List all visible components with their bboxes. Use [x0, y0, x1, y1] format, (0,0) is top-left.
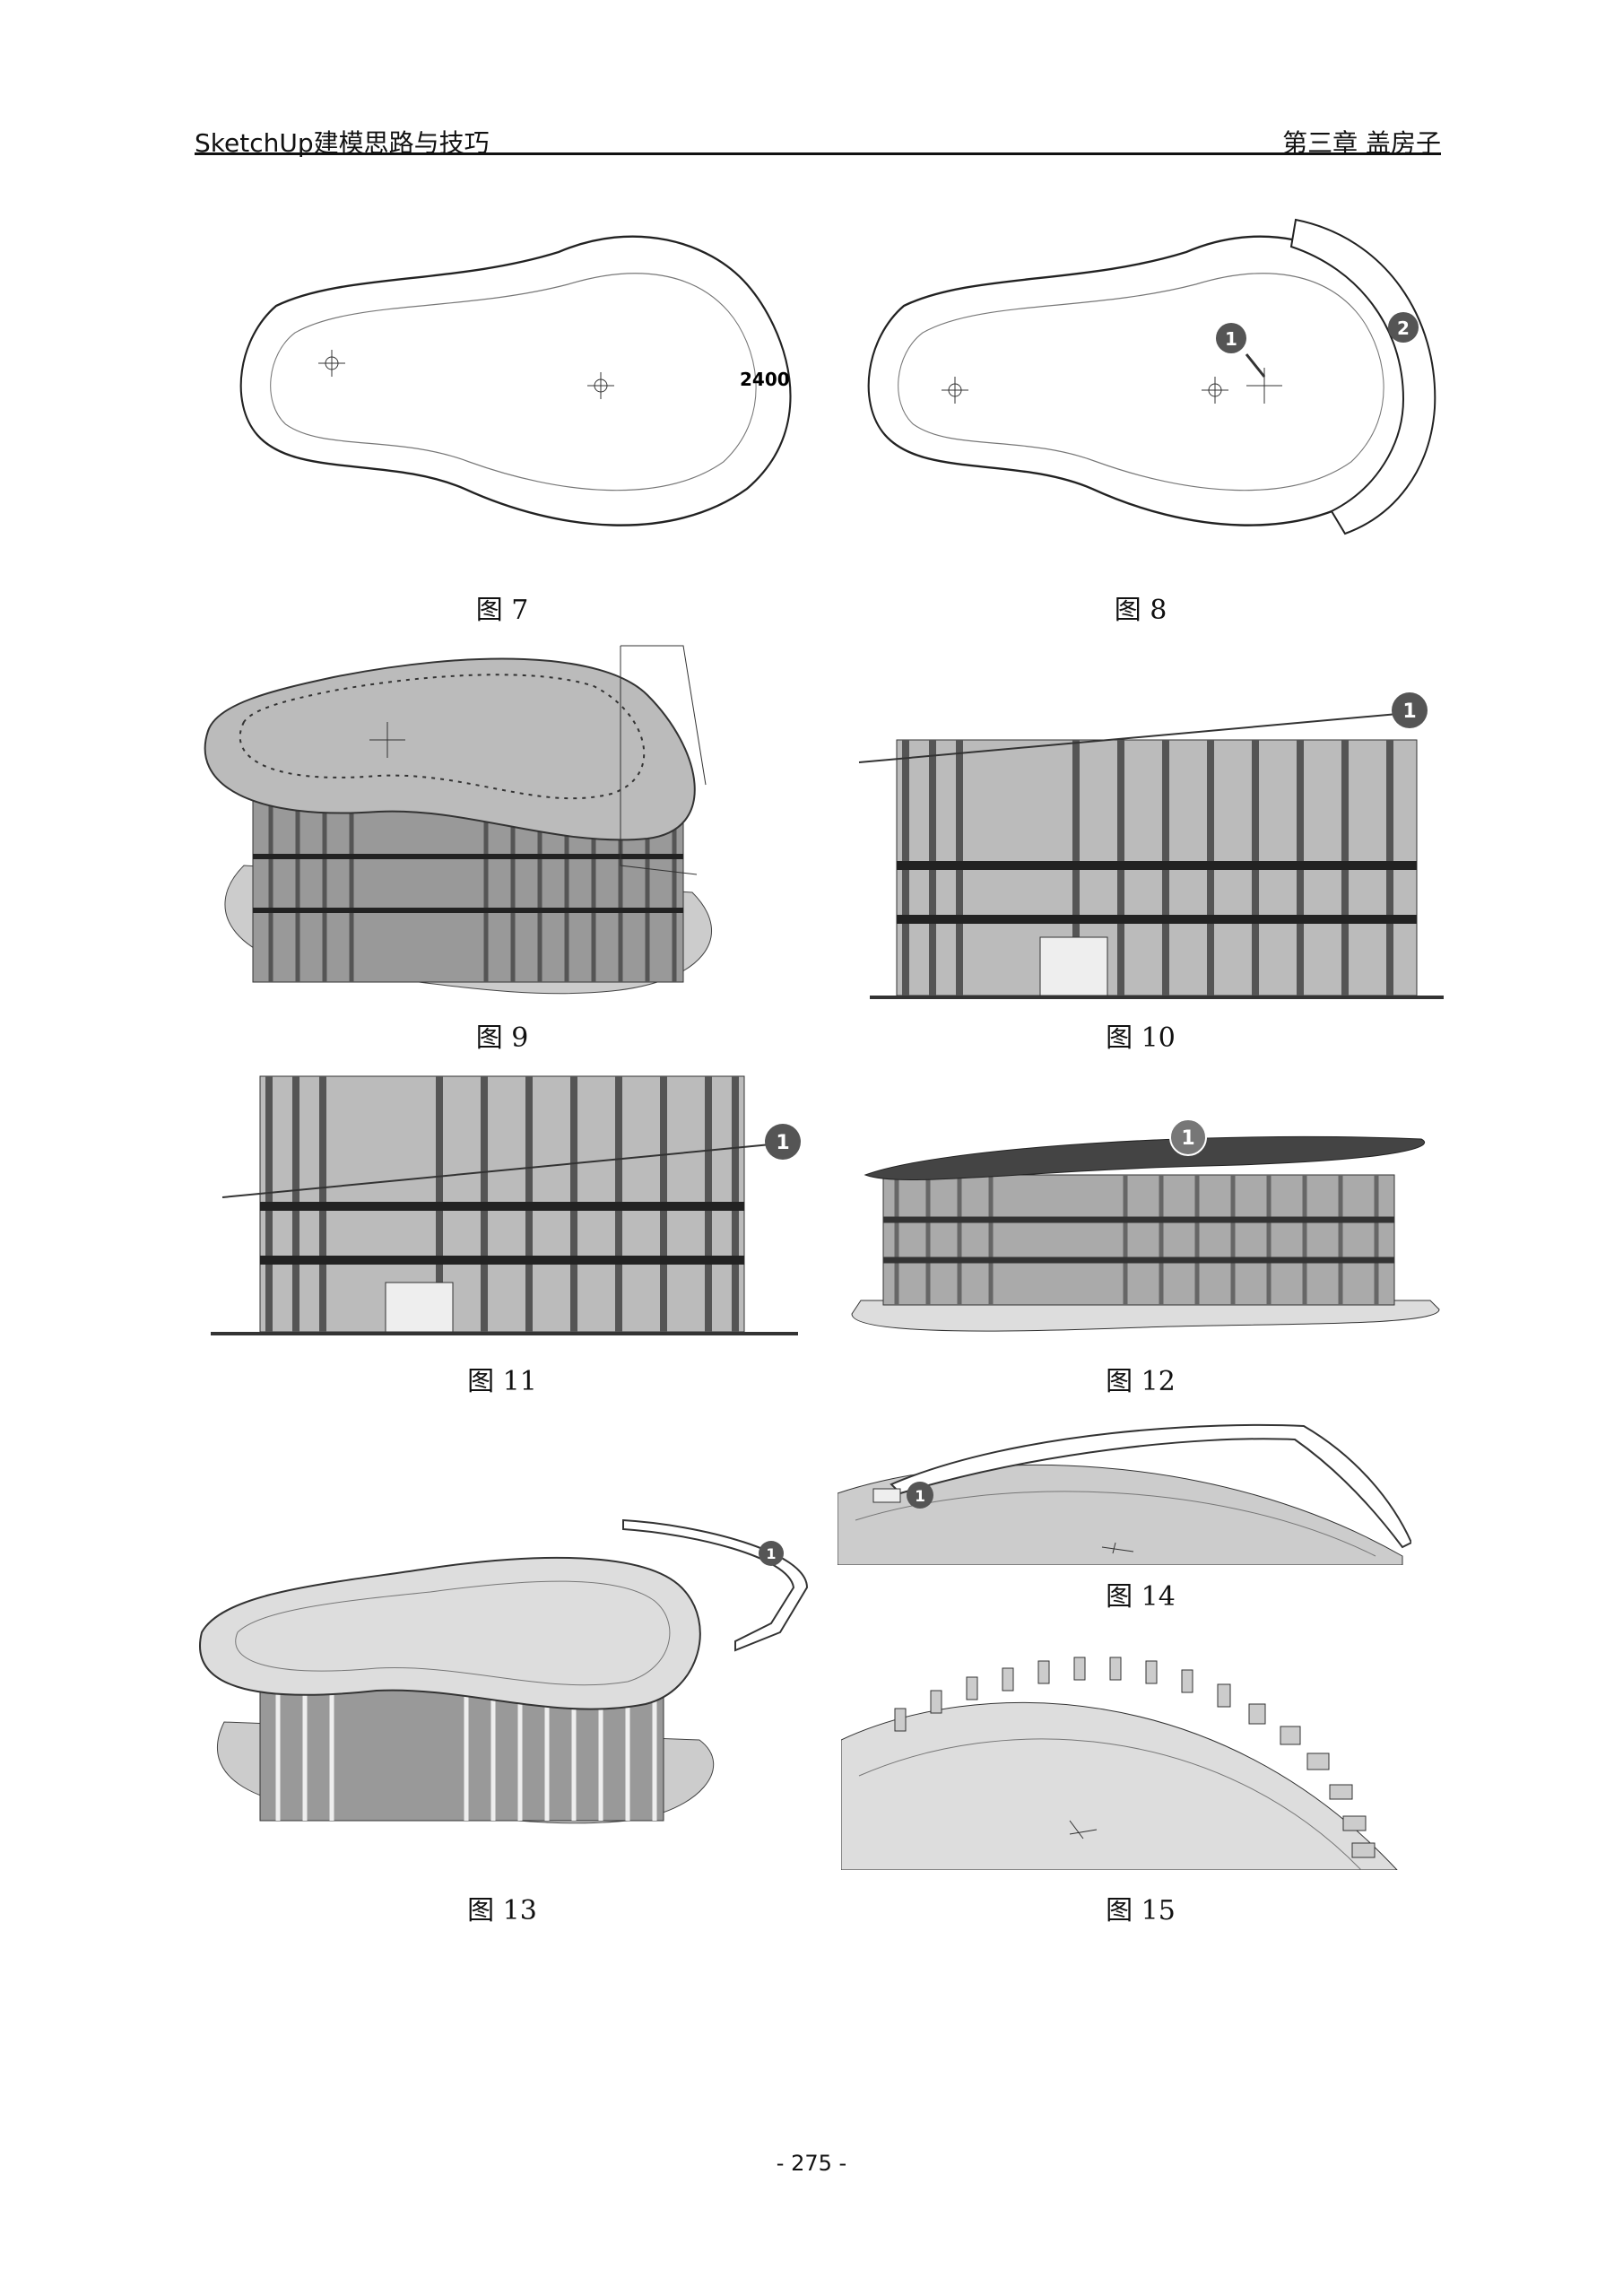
marker-1 [1216, 323, 1246, 353]
figure-14-caption: 图 14 [1106, 1581, 1176, 1613]
page-number: - 275 - [776, 2151, 847, 2176]
figure-12-3d-view: 1 [851, 1118, 1440, 1332]
marker-1 [907, 1482, 933, 1509]
figure-11-caption: 图 11 [467, 1366, 537, 1397]
marker-1 [1169, 1118, 1207, 1156]
svg-text:1: 1 [1225, 328, 1237, 350]
marker-2 [1388, 312, 1419, 343]
figure-13-3d-view: 1 [199, 1518, 809, 1824]
svg-text:1: 1 [776, 1132, 789, 1154]
figure-10-elevation: 1 [858, 692, 1444, 999]
svg-text:1: 1 [1402, 700, 1416, 723]
figure-10-caption: 图 10 [1106, 1022, 1176, 1054]
figure-7-caption: 图 7 [475, 595, 529, 626]
marker-1 [765, 1124, 801, 1160]
figure-8-caption: 图 8 [1114, 595, 1167, 626]
dimension-label: 2400 [740, 369, 790, 390]
marker-1 [759, 1541, 784, 1566]
figure-15-detail [841, 1657, 1398, 1870]
figure-13-caption: 图 13 [467, 1895, 537, 1926]
figure-11-elevation: 1 [211, 1075, 801, 1335]
header-rule [195, 152, 1441, 155]
figure-12-caption: 图 12 [1106, 1366, 1176, 1397]
figure-9-3d-view [204, 645, 712, 995]
figure-15-caption: 图 15 [1106, 1895, 1176, 1926]
figure-7-plan: 2400 [239, 235, 792, 526]
figure-8-plan: 1 2 [867, 218, 1436, 535]
crosshair-icon [318, 350, 614, 399]
svg-text:2: 2 [1397, 317, 1410, 339]
marker-1 [1392, 692, 1428, 728]
svg-text:1: 1 [1181, 1127, 1194, 1150]
figure-14-detail: 1 [838, 1423, 1411, 1565]
svg-text:1: 1 [915, 1488, 925, 1506]
figure-9-caption: 图 9 [475, 1022, 529, 1054]
svg-text:1: 1 [766, 1545, 776, 1562]
